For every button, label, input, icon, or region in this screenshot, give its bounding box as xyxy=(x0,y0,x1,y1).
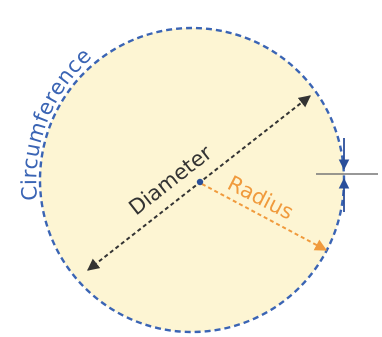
circle-fill xyxy=(40,28,344,332)
center-point-icon xyxy=(196,178,204,186)
radius-arrow xyxy=(201,183,328,251)
